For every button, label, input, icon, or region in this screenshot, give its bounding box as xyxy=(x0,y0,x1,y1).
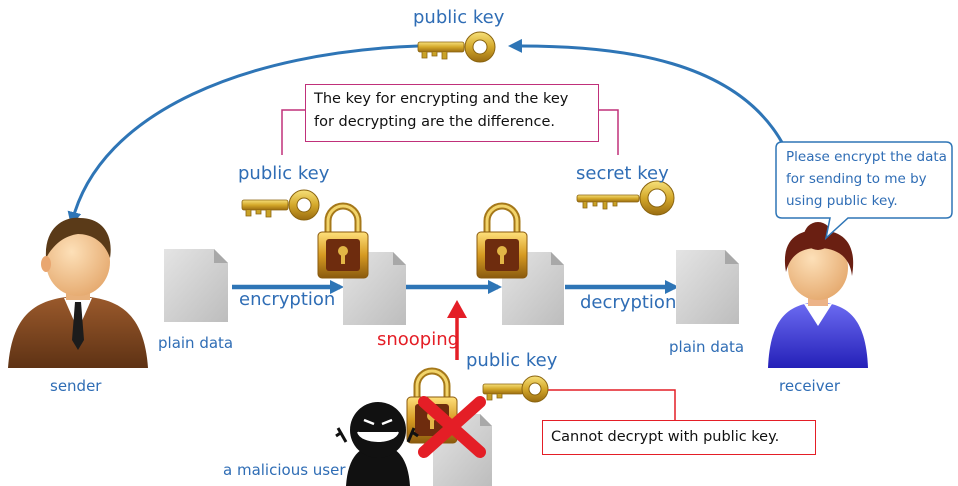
receiver-speech-bubble xyxy=(775,141,953,241)
receiver-request-text: Please encrypt the data for sending to m… xyxy=(786,146,948,212)
public-key-icon xyxy=(417,31,496,63)
secret-key-icon xyxy=(576,180,675,216)
sender-avatar xyxy=(8,217,148,368)
receiver-avatar xyxy=(768,222,868,368)
decryption-label: decryption xyxy=(580,292,677,313)
difference-line-1: The key for encrypting and the key xyxy=(314,91,569,107)
padlock-icon xyxy=(317,202,369,279)
cannot-decrypt-text: Cannot decrypt with public key. xyxy=(551,429,780,445)
snooping-label: snooping xyxy=(377,329,460,350)
document-icon xyxy=(676,250,739,324)
cannot-decrypt-connector xyxy=(520,389,676,420)
public-key-transfer-arc xyxy=(508,38,787,149)
difference-callout: The key for encrypting and the key for d… xyxy=(305,84,599,142)
receiver-line-3: using public key. xyxy=(786,193,898,209)
document-icon xyxy=(164,249,228,322)
public-key-label-left: public key xyxy=(238,163,330,184)
cannot-decrypt-callout: Cannot decrypt with public key. xyxy=(542,420,816,455)
malicious-user-label: a malicious user xyxy=(223,461,346,479)
secret-key-label: secret key xyxy=(576,163,669,184)
public-key-icon xyxy=(482,375,549,403)
plain-data-label-left: plain data xyxy=(158,334,234,352)
difference-line-2: for decrypting are the difference. xyxy=(314,114,555,130)
padlock-icon xyxy=(476,202,528,279)
blocked-x-icon xyxy=(418,396,486,458)
public-key-label-bottom: public key xyxy=(466,350,558,371)
plain-data-label-right: plain data xyxy=(669,338,745,356)
encryption-label: encryption xyxy=(239,289,336,310)
public-key-icon xyxy=(241,189,320,221)
sender-label: sender xyxy=(50,377,102,395)
receiver-line-2: for sending to me by xyxy=(786,171,927,187)
public-key-label-top: public key xyxy=(413,7,505,28)
receiver-line-1: Please encrypt the data xyxy=(786,149,947,165)
public-key-transfer-arc-left xyxy=(67,44,419,226)
difference-bracket xyxy=(281,109,619,155)
malicious-user-avatar xyxy=(335,402,419,486)
receiver-label: receiver xyxy=(779,377,840,395)
